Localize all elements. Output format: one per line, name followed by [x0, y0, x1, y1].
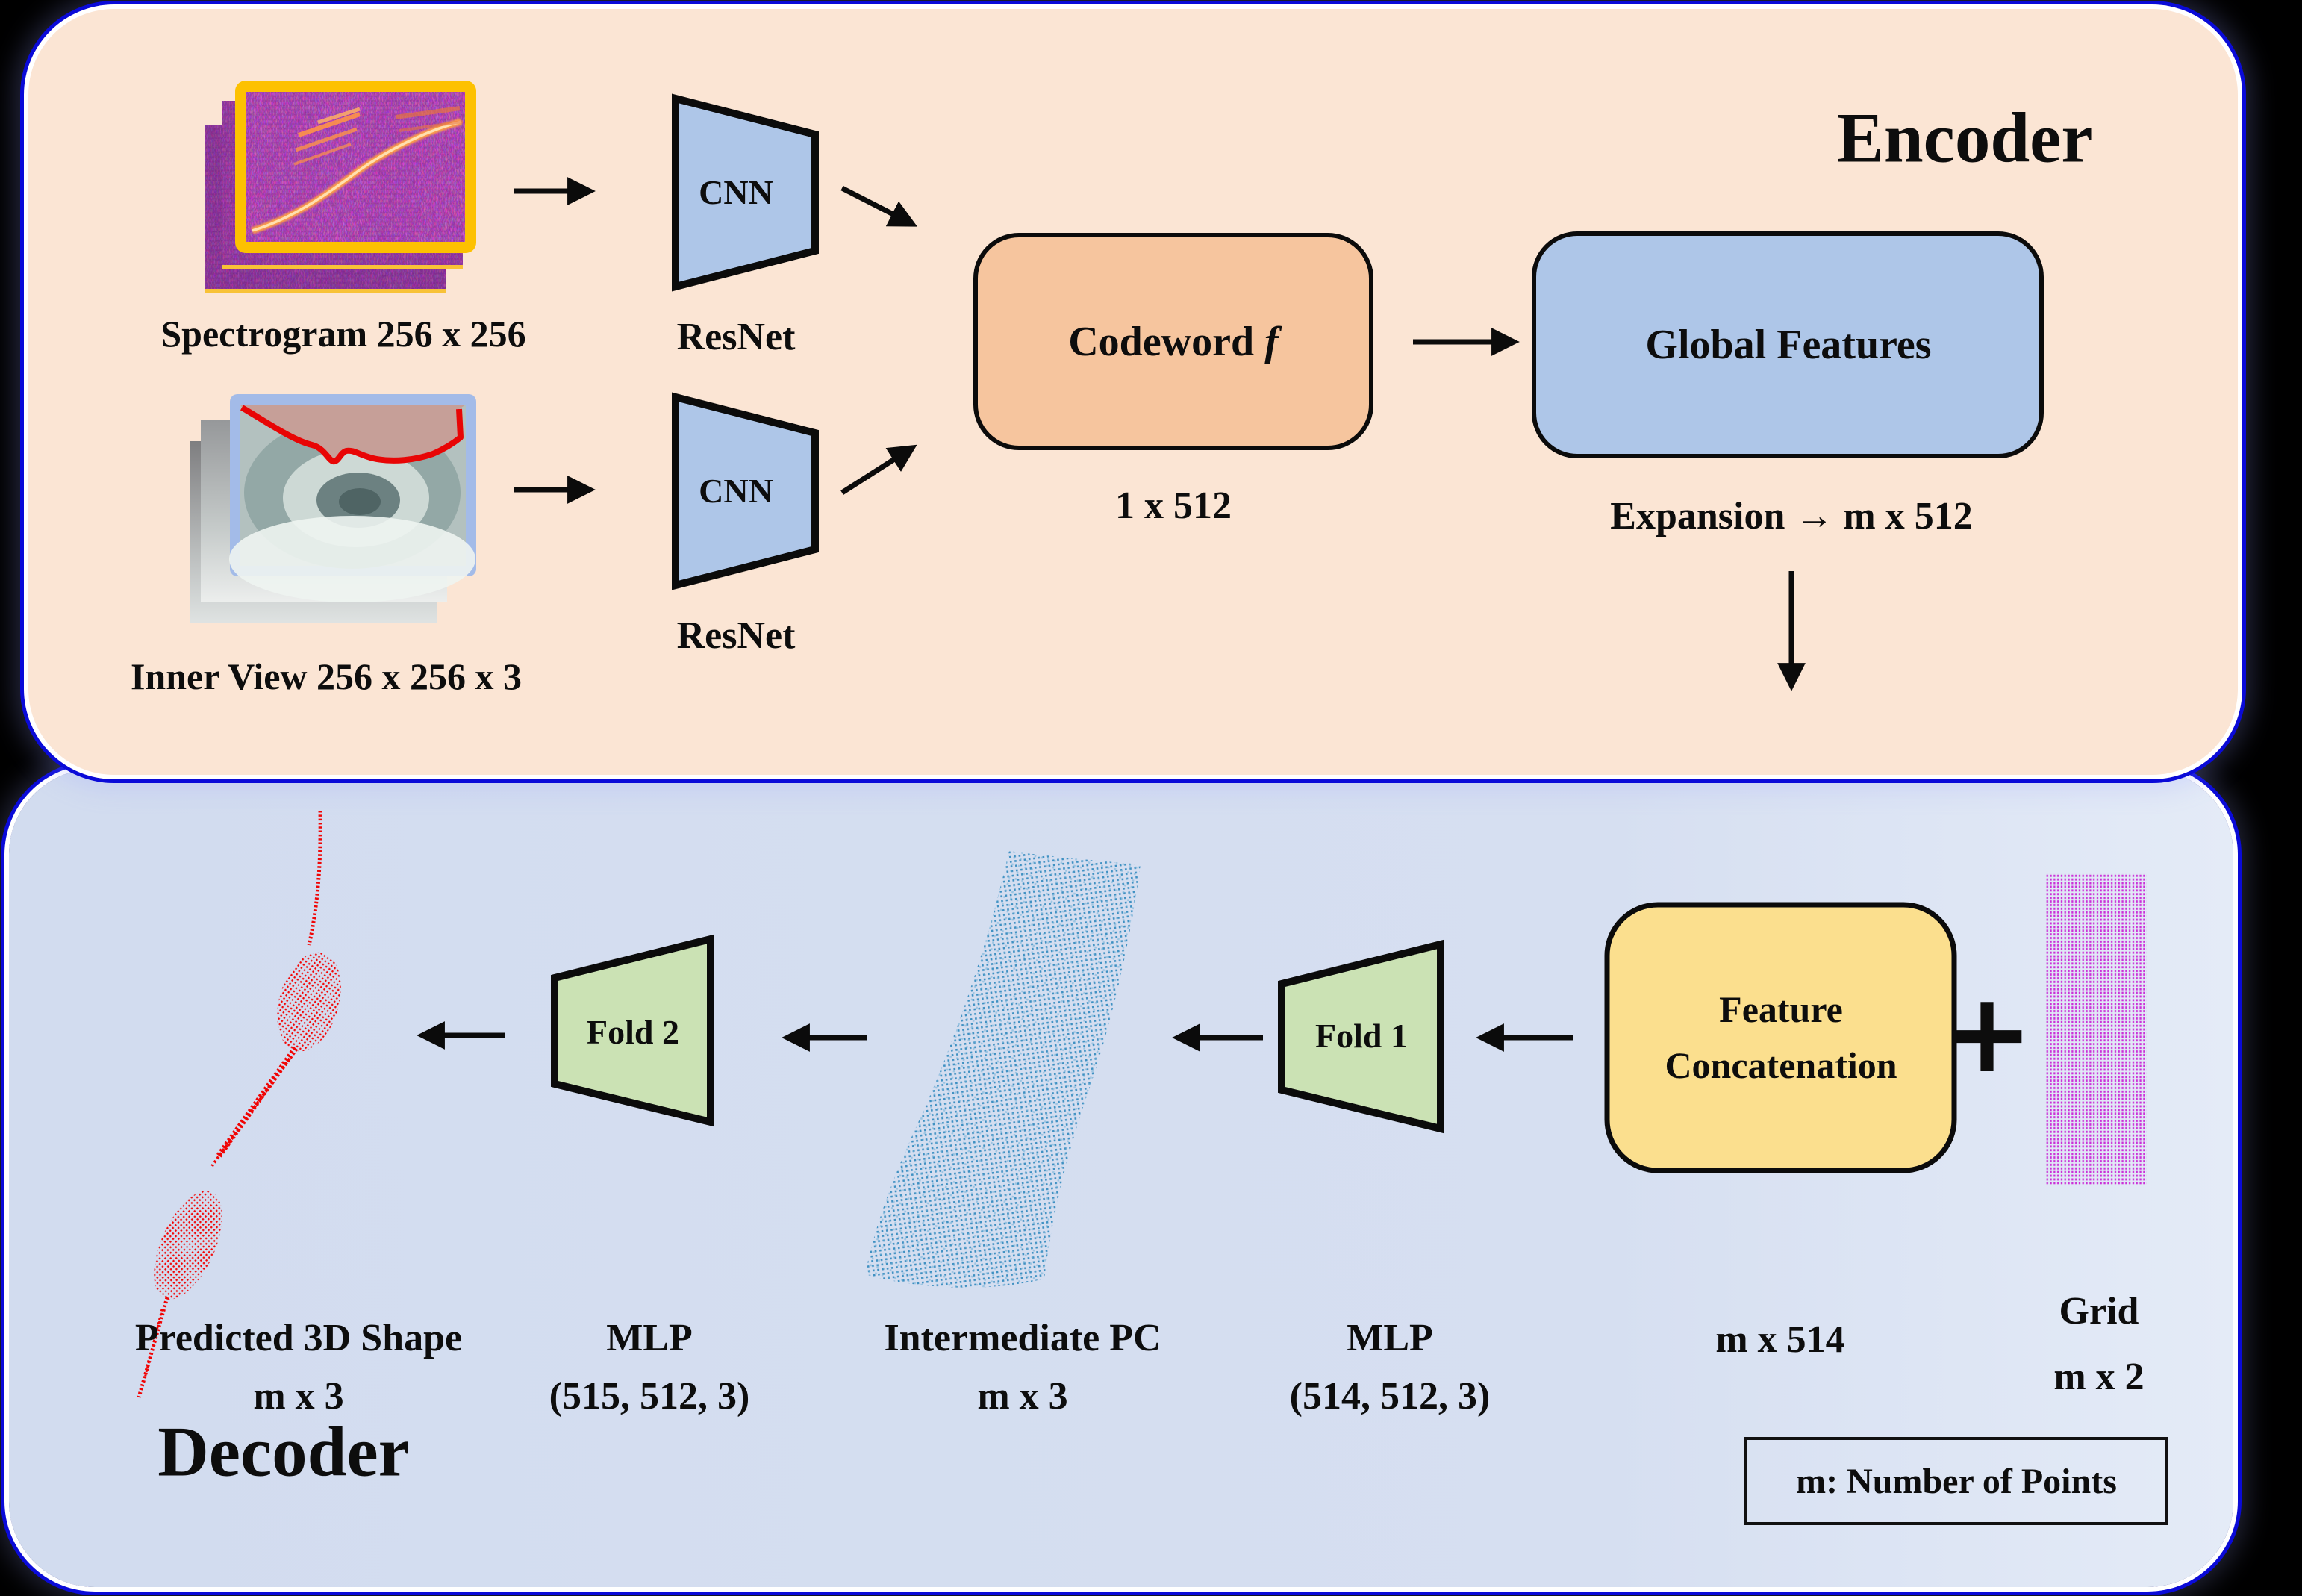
spectrogram-stack	[205, 81, 476, 293]
intermediate-pc-dim: m x 3	[977, 1375, 1068, 1418]
inner-view-region-fill	[240, 405, 466, 462]
global-features-box	[1532, 231, 2044, 458]
cnn-top-trapezoid	[672, 93, 819, 292]
mlp-fold1-dims: (514, 512, 3)	[1289, 1375, 1491, 1418]
plus-symbol: +	[1940, 969, 2034, 1097]
resnet-top-label: ResNet	[676, 316, 796, 358]
feature-line2: Concatenation	[1665, 1044, 1897, 1086]
grid-label: Grid	[2059, 1290, 2139, 1332]
global-features-label: Global Features	[1645, 322, 1932, 368]
encoder-title: Encoder	[1836, 98, 2093, 178]
codeword-word: Codeword	[1068, 319, 1255, 365]
mlp-fold2-dims: (515, 512, 3)	[549, 1375, 750, 1418]
inner-view-label: Inner View 256 x 256 x 3	[130, 655, 523, 697]
concat-dim-label: m x 514	[1715, 1318, 1845, 1361]
fold1-label: Fold 1	[1315, 1017, 1408, 1055]
feature-concatenation-label: Feature Concatenation	[1665, 982, 1897, 1094]
feature-concatenation-box	[1604, 902, 1957, 1173]
cnn-bottom-label: CNN	[699, 472, 773, 510]
cnn-top-label: CNN	[699, 173, 773, 211]
arrow-cnn-top-to-codeword	[840, 185, 918, 227]
feature-line1: Feature	[1719, 988, 1843, 1030]
codeword-symbol: f	[1264, 319, 1279, 365]
expansion-label: Expansion → m x 512	[1610, 495, 1973, 537]
spectrogram-image	[235, 81, 476, 253]
resnet-bottom-label: ResNet	[676, 614, 796, 657]
cnn-bottom-trapezoid	[672, 392, 819, 590]
fold1-trapezoid	[1278, 939, 1444, 1134]
predicted-3d-shape-pointcloud	[137, 810, 341, 1398]
decoder-title: Decoder	[157, 1412, 410, 1491]
predicted-shape-label: Predicted 3D Shape	[134, 1317, 463, 1359]
codeword-box	[973, 233, 1373, 450]
inner-view-stack	[190, 394, 476, 623]
spectrogram-label: Spectrogram 256 x 256	[160, 313, 526, 355]
mlp-fold2-label: MLP	[606, 1317, 693, 1359]
grid-dim-label: m x 2	[2053, 1356, 2145, 1398]
fold2-trapezoid	[551, 934, 714, 1127]
legend-box: m: Number of Points	[1744, 1437, 2168, 1525]
mlp-fold1-label: MLP	[1347, 1317, 1433, 1359]
intermediate-pc-label: Intermediate PC	[884, 1317, 1161, 1359]
predicted-shape-dim: m x 3	[253, 1375, 344, 1418]
grid-texture	[2045, 873, 2147, 1185]
intermediate-pointcloud	[865, 851, 1141, 1288]
arrow-cnn-bottom-to-codeword	[840, 444, 917, 495]
legend-text: m: Number of Points	[1796, 1461, 2117, 1501]
inner-view-image	[229, 394, 476, 602]
spectrogram-chirp	[251, 106, 464, 234]
codeword-dim-label: 1 x 512	[1115, 484, 1232, 527]
inner-view-region-outline	[240, 405, 464, 465]
fold2-label: Fold 2	[587, 1013, 679, 1051]
